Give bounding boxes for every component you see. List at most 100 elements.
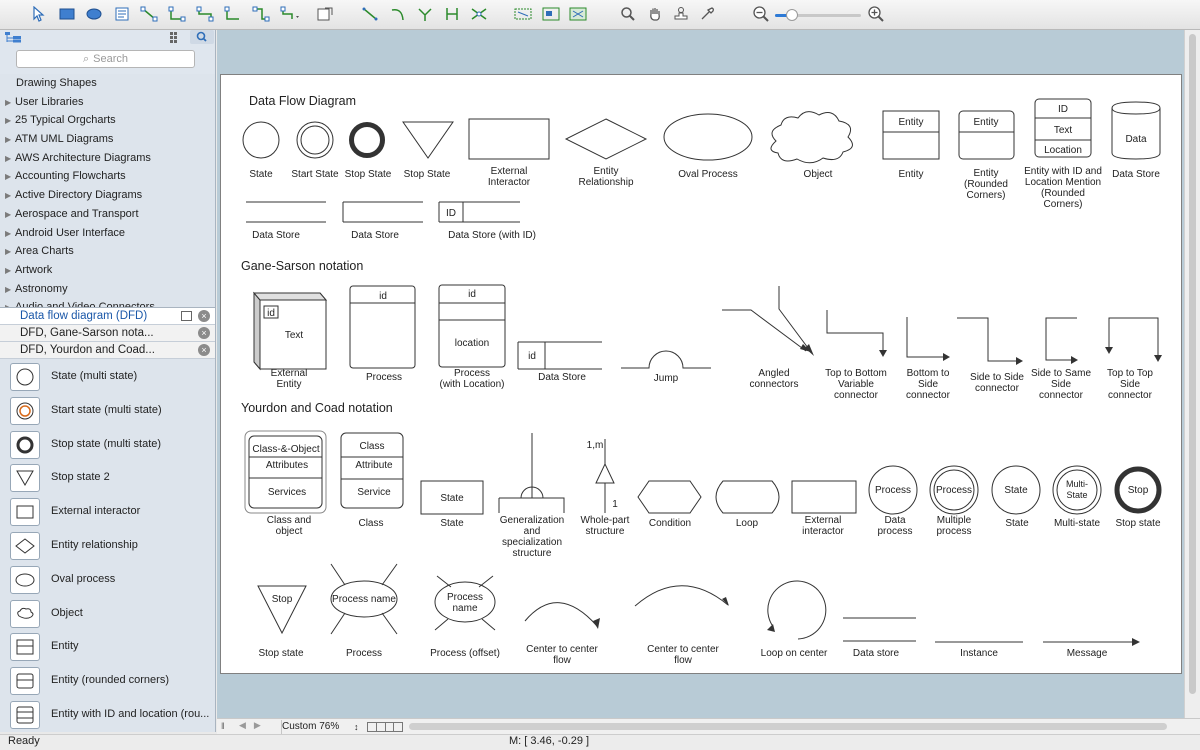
expand-arrow-icon[interactable]: ▶: [5, 135, 12, 145]
search-library-icon[interactable]: [190, 30, 214, 44]
chain-connector-icon[interactable]: [279, 3, 303, 25]
data-process-shape[interactable]: [868, 465, 918, 515]
connector-tool-icon[interactable]: [137, 3, 161, 25]
close-library-icon[interactable]: ×: [198, 310, 210, 322]
data-store-lines-shape[interactable]: [246, 201, 326, 223]
search-tool-icon[interactable]: [616, 3, 640, 25]
multi-state-shape[interactable]: [1052, 465, 1102, 515]
library-item[interactable]: ▶25 Typical Orgcharts: [0, 111, 215, 130]
horizontal-scroll-thumb[interactable]: [409, 723, 1167, 730]
orthogonal-connector-icon[interactable]: [193, 3, 217, 25]
expand-arrow-icon[interactable]: ▶: [5, 247, 12, 257]
expand-arrow-icon[interactable]: ▶: [5, 209, 12, 219]
shape-item[interactable]: Object: [0, 597, 215, 631]
yc-stop-state-shape[interactable]: [1114, 466, 1162, 514]
oval-process-shape[interactable]: [663, 113, 753, 161]
entity-rounded-shape[interactable]: [958, 110, 1015, 160]
shape-item[interactable]: State (multi state): [0, 360, 215, 394]
condition-shape[interactable]: [637, 480, 702, 514]
arc-tool-icon[interactable]: [386, 3, 410, 25]
yc-state-shape[interactable]: [991, 465, 1041, 515]
zoom-slider[interactable]: [775, 9, 861, 21]
open-library-item[interactable]: DFD, Yourdon and Coad...×: [0, 342, 215, 359]
hand-tool-icon[interactable]: [643, 3, 667, 25]
center-flow-1-shape[interactable]: [524, 602, 598, 627]
class-shape[interactable]: [340, 432, 404, 509]
page-arrows-icon[interactable]: ◀▶: [239, 720, 269, 730]
library-item[interactable]: ▶AWS Architecture Diagrams: [0, 149, 215, 168]
generalization-shape[interactable]: [498, 433, 565, 513]
tree-view-icon[interactable]: [3, 30, 25, 44]
page-view-icon[interactable]: [367, 722, 403, 732]
shape-item[interactable]: Stop state (multi state): [0, 428, 215, 462]
whole-part-shape[interactable]: [595, 439, 615, 513]
stop-state-shape[interactable]: [349, 122, 385, 158]
class-object-outer[interactable]: [244, 430, 327, 514]
stop-triangle-shape[interactable]: [257, 585, 307, 635]
drawing-page[interactable]: Data Flow Diagram Gane-Sarson notation Y…: [220, 74, 1182, 674]
process-offset-shape[interactable]: [434, 581, 496, 623]
library-item[interactable]: ▶Android User Interface: [0, 224, 215, 243]
side-side-connector[interactable]: [957, 317, 1016, 362]
bezier-tool-icon[interactable]: [467, 3, 491, 25]
external-interactor-shape[interactable]: [468, 118, 550, 160]
stamp-tool-icon[interactable]: [669, 3, 693, 25]
expand-arrow-icon[interactable]: ▶: [5, 284, 12, 294]
close-library-icon[interactable]: ×: [198, 344, 210, 356]
data-store-cylinder-shape[interactable]: [1111, 101, 1161, 160]
angled-connector-2[interactable]: [778, 286, 812, 353]
process-name-shape[interactable]: [330, 580, 398, 618]
bottom-side-connector[interactable]: [906, 317, 943, 358]
open-library-item[interactable]: Data flow diagram (DFD)×: [0, 308, 215, 325]
library-item[interactable]: ▶Astronomy: [0, 280, 215, 299]
shape-item[interactable]: External interactor: [0, 495, 215, 529]
expand-arrow-icon[interactable]: ▶: [5, 228, 12, 238]
entity-shape[interactable]: [882, 110, 940, 160]
state-box-shape[interactable]: [420, 480, 484, 515]
zoom-out-icon[interactable]: [749, 3, 773, 25]
data-store-id-shape[interactable]: [438, 201, 520, 223]
zoom-select[interactable]: Custom 76% ↕: [281, 720, 361, 734]
insert-container-icon[interactable]: [313, 3, 337, 25]
data-store-open-shape[interactable]: [342, 201, 423, 223]
expand-arrow-icon[interactable]: ▶: [5, 116, 12, 126]
same-side-connector[interactable]: [1045, 317, 1077, 361]
gs-process-location-shape[interactable]: [438, 284, 506, 368]
stop-state-2-shape[interactable]: [402, 121, 454, 159]
zoom-slider-knob[interactable]: [786, 9, 799, 21]
snap-icon[interactable]: [511, 3, 535, 25]
multiple-process-shape[interactable]: [929, 465, 979, 515]
polyline-tool-icon[interactable]: [413, 3, 437, 25]
expand-arrow-icon[interactable]: ▶: [5, 265, 12, 275]
loop-center-shape[interactable]: [767, 580, 827, 640]
start-state-shape[interactable]: [296, 121, 334, 159]
eyedropper-icon[interactable]: [695, 3, 719, 25]
library-item[interactable]: ▶Aerospace and Transport: [0, 205, 215, 224]
zoom-in-icon[interactable]: [864, 3, 888, 25]
select-tool-icon[interactable]: [26, 3, 50, 25]
text-tool-icon[interactable]: [110, 3, 134, 25]
shape-item[interactable]: Entity: [0, 630, 215, 664]
library-item[interactable]: Drawing Shapes: [0, 74, 215, 93]
ellipse-tool-icon[interactable]: [82, 3, 106, 25]
shape-item[interactable]: Entity relationship: [0, 529, 215, 563]
library-doc-icon[interactable]: [181, 311, 192, 321]
shape-item[interactable]: Entity (rounded corners): [0, 664, 215, 698]
library-search-input[interactable]: ⌕ Search: [16, 50, 195, 68]
library-item[interactable]: ▶User Libraries: [0, 93, 215, 112]
top-bottom-connector[interactable]: [826, 310, 884, 351]
library-item[interactable]: ▶Area Charts: [0, 242, 215, 261]
top-top-connector[interactable]: [1108, 317, 1159, 356]
center-flow-2-shape[interactable]: [634, 585, 729, 607]
loop-shape[interactable]: [715, 480, 780, 514]
curve-connector-icon[interactable]: [249, 3, 273, 25]
gs-data-store-shape[interactable]: [517, 341, 602, 370]
expand-arrow-icon[interactable]: ▶: [5, 191, 12, 201]
state-shape[interactable]: [242, 121, 280, 159]
library-item[interactable]: ▶Accounting Flowcharts: [0, 167, 215, 186]
smart-connector-icon[interactable]: [165, 3, 189, 25]
expand-arrow-icon[interactable]: ▶: [5, 172, 12, 182]
vertical-scroll-thumb[interactable]: [1189, 34, 1196, 694]
library-item[interactable]: ▶Artwork: [0, 261, 215, 280]
line-tool-icon[interactable]: [358, 3, 382, 25]
